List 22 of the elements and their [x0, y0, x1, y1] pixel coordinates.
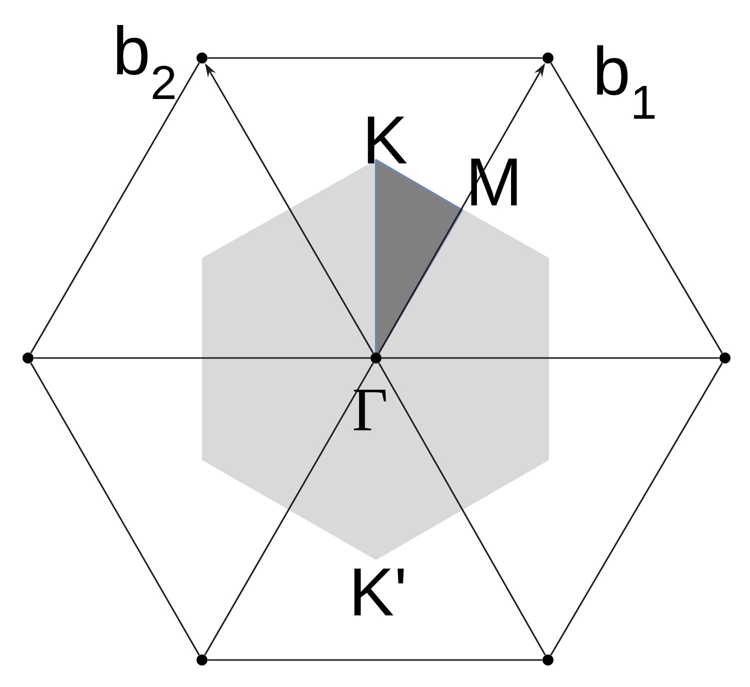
- point-label: K: [368, 116, 407, 164]
- lattice-point: [542, 52, 554, 64]
- line: [550, 62, 723, 354]
- line: [378, 362, 546, 656]
- line: [34, 357, 370, 359]
- lattice-point: [22, 352, 34, 364]
- line: [208, 659, 542, 661]
- line: [382, 357, 720, 359]
- point-label: Γ: [354, 390, 386, 430]
- lattice-point: [196, 654, 208, 666]
- point-label: b$_{1}$: [596, 45, 655, 119]
- line: [204, 362, 374, 656]
- lattice-point: [542, 654, 554, 666]
- line: [550, 362, 723, 656]
- line: [208, 57, 542, 59]
- line: [30, 362, 200, 656]
- lattice-point: [720, 352, 730, 364]
- point-label: b$_{2}$: [116, 25, 174, 99]
- lattice-point: [196, 52, 208, 64]
- lattice-point: [370, 352, 382, 364]
- point-label: K': [354, 568, 404, 616]
- line: [30, 62, 200, 354]
